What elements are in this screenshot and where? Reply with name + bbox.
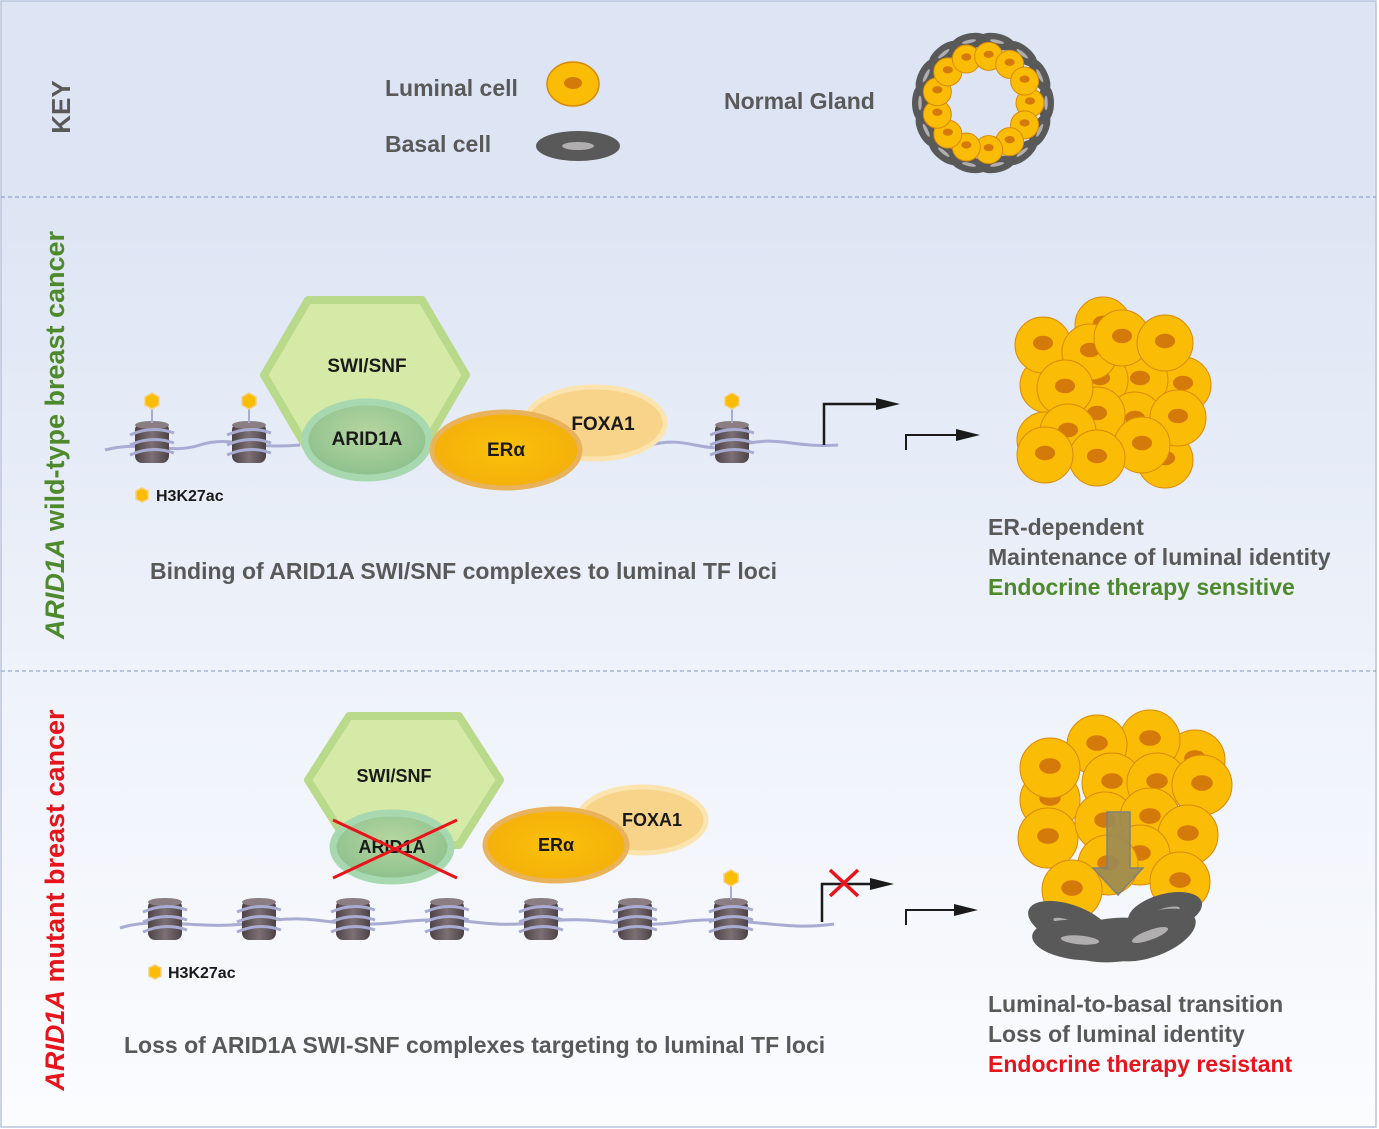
mutant-side-label: ARID1A mutant breast cancer xyxy=(40,709,70,1092)
basal-cell xyxy=(1029,59,1051,93)
luminal-cell xyxy=(1068,429,1126,487)
wildtype-outcome-2: Maintenance of luminal identity xyxy=(988,544,1331,570)
swisnf-label: SWI/SNF xyxy=(357,766,432,786)
nucleosome xyxy=(226,392,272,463)
mutant-caption: Loss of ARID1A SWI-SNF complexes targeti… xyxy=(124,1032,825,1058)
nucleosome xyxy=(708,869,754,940)
swisnf-complex: SWI/SNF xyxy=(304,712,504,849)
basal-cell xyxy=(928,139,959,166)
arid1a-subunit: ARID1A xyxy=(301,398,433,482)
luminal-cell xyxy=(1014,316,1072,374)
luminal-cell xyxy=(1171,754,1233,816)
luminal-cell xyxy=(1036,359,1094,417)
nucleosome xyxy=(518,898,564,940)
arrow-head xyxy=(956,429,980,441)
normal-gland-label: Normal Gland xyxy=(724,88,875,114)
luminal-cell-label: Luminal cell xyxy=(385,75,518,101)
wildtype-outcome-1: ER-dependent xyxy=(988,514,1144,540)
normal-gland-icon xyxy=(912,32,1054,174)
nucleosome xyxy=(330,898,376,940)
era-factor: ERα xyxy=(429,409,583,491)
luminal-tumor-cluster xyxy=(1014,296,1212,489)
basal-cell xyxy=(1007,40,1038,67)
mutant-outcome-3: Endocrine therapy resistant xyxy=(988,1051,1293,1077)
era-label: ERα xyxy=(538,835,574,855)
luminal-cell xyxy=(922,99,952,129)
h3k27ac-legend: H3K27ac xyxy=(148,964,236,982)
luminal-cell xyxy=(1015,88,1045,118)
luminal-cell xyxy=(1016,426,1074,484)
h3k27ac-label: H3K27ac xyxy=(156,488,224,505)
basal-cell-icon xyxy=(536,131,620,161)
outcome-arrow xyxy=(905,434,960,450)
h3k27ac-mark-icon xyxy=(241,392,257,410)
key-panel xyxy=(1,1,1376,197)
mutant-outcome-1: Luminal-to-basal transition xyxy=(988,991,1283,1017)
arrow-head xyxy=(876,398,900,410)
luminal-cell xyxy=(1010,66,1040,96)
mutant-outcome-2: Loss of luminal identity xyxy=(988,1021,1245,1047)
nucleosome-group xyxy=(142,869,754,940)
h3k27ac-mark-icon xyxy=(724,392,740,410)
wildtype-side-label: ARID1A wild-type breast cancer xyxy=(40,230,70,640)
h3k27ac-mark-icon xyxy=(723,869,739,887)
nucleosome xyxy=(236,898,282,940)
arid1a-subunit-lost: ARID1A xyxy=(329,809,458,885)
basal-cell xyxy=(1038,85,1054,121)
nucleosome xyxy=(142,898,188,940)
foxa1-label: FOXA1 xyxy=(622,810,682,830)
basal-cell-label: Basal cell xyxy=(385,131,491,157)
arrow-head xyxy=(870,878,894,890)
swisnf-label: SWI/SNF xyxy=(327,356,406,377)
arid1a-label: ARID1A xyxy=(332,429,403,450)
h3k27ac-mark-icon xyxy=(144,392,160,410)
h3k27ac-label: H3K27ac xyxy=(168,965,236,982)
cross-icon xyxy=(332,818,458,880)
basal-cell xyxy=(915,113,937,147)
luminal-cell xyxy=(1113,416,1171,474)
nucleosome xyxy=(129,392,175,463)
luminal-cell xyxy=(951,44,981,74)
key-title: KEY xyxy=(46,80,76,133)
wildtype-caption: Binding of ARID1A SWI/SNF complexes to l… xyxy=(150,558,777,584)
transition-arrow-icon xyxy=(1091,811,1145,897)
era-label: ERα xyxy=(487,440,525,461)
wildtype-outcome-3: Endocrine therapy sensitive xyxy=(988,574,1295,600)
nucleosome xyxy=(612,898,658,940)
h3k27ac-legend: H3K27ac xyxy=(135,487,224,505)
basal-cell xyxy=(1032,919,1128,961)
basal-cell xyxy=(1007,139,1038,166)
nucleosome xyxy=(709,392,755,463)
outcome-arrow xyxy=(905,909,958,925)
basal-cell xyxy=(1104,908,1196,962)
nucleosome xyxy=(424,898,470,940)
arrow-head xyxy=(954,904,978,916)
era-factor: ERα xyxy=(482,806,630,884)
basal-cell xyxy=(915,59,937,93)
luminal-cell-icon xyxy=(546,61,600,107)
luminal-cell xyxy=(1019,737,1081,799)
transcription-start-arrow xyxy=(822,402,880,445)
transitioning-tumor-cluster xyxy=(1017,709,1233,963)
basal-cell xyxy=(928,40,959,67)
luminal-cell xyxy=(1017,807,1079,869)
dna-strand xyxy=(119,917,835,930)
foxa1-label: FOXA1 xyxy=(571,414,635,435)
nucleosome-group xyxy=(129,392,755,463)
basal-cell xyxy=(1029,113,1051,147)
transcription-start-arrow xyxy=(820,882,874,922)
luminal-cell xyxy=(1136,314,1194,372)
blocked-transcription-icon xyxy=(828,868,860,898)
